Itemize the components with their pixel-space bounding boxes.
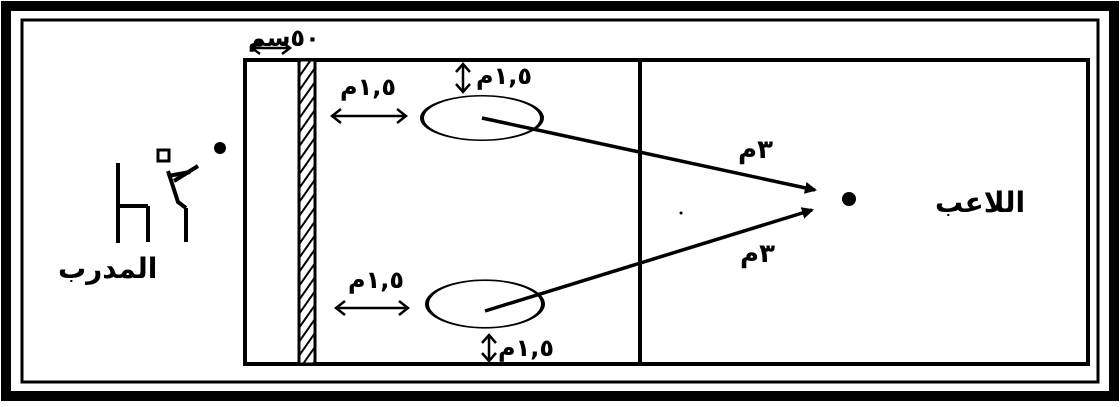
- top-circle-left-gap-arrow: [329, 108, 409, 124]
- bottom-circle-bottom-gap-arrow: [481, 333, 497, 363]
- top-circle-top-gap-label: ١,٥م: [476, 62, 532, 90]
- top-distance-arrow: [481, 116, 817, 194]
- net-gap-arrow: [249, 41, 293, 55]
- coach-label: المدرب: [58, 252, 157, 285]
- player-label: اللاعب: [935, 186, 1025, 219]
- court-outline: [243, 58, 1090, 366]
- bottom-target-circle: [425, 279, 545, 329]
- net-hatched: [297, 58, 317, 366]
- top-circle-left-gap-label: ١,٥م: [340, 73, 396, 101]
- bottom-circle-left-gap-label: ١,٥م: [348, 266, 404, 294]
- bottom-distance-arrow: [484, 207, 814, 313]
- top-target-circle: [420, 95, 544, 141]
- stray-dot: [679, 211, 683, 215]
- top-distance-label: ٣م: [738, 135, 773, 165]
- bottom-distance-label: ٣م: [740, 239, 775, 269]
- bottom-circle-bottom-gap-label: ١,٥م: [498, 334, 554, 362]
- bottom-circle-left-gap-arrow: [333, 300, 411, 316]
- inner-frame: [20, 18, 1100, 384]
- coach-figure: [116, 148, 200, 243]
- ball: [214, 142, 226, 154]
- top-circle-top-gap-arrow: [455, 62, 471, 94]
- player-marker: [842, 192, 856, 206]
